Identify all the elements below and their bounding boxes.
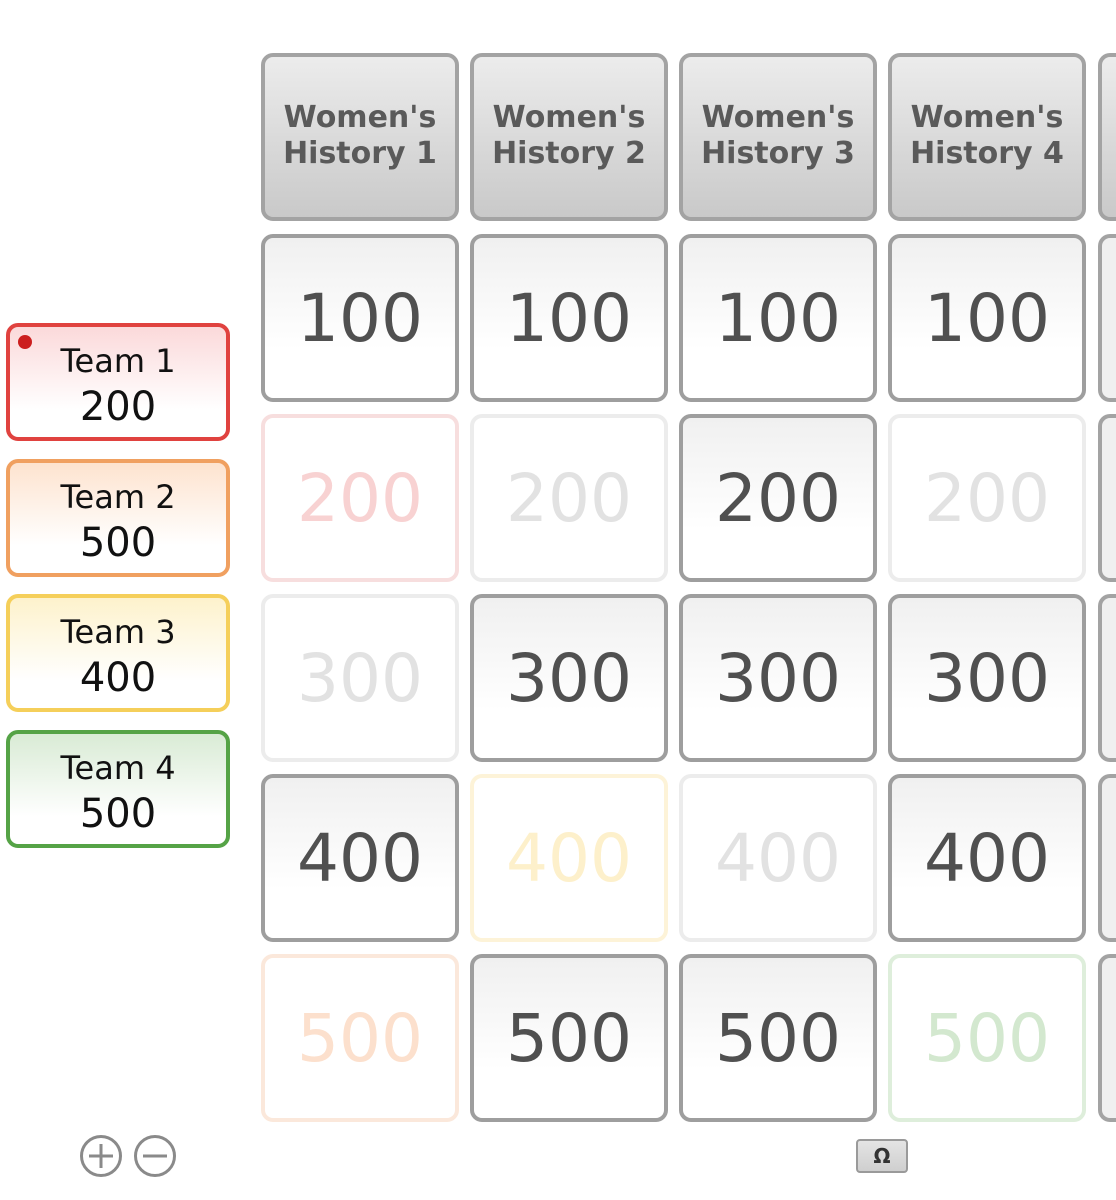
category-line-1: Women's <box>910 100 1064 135</box>
question-cell[interactable]: 100 <box>888 234 1086 402</box>
clipped-question-cell[interactable] <box>1098 774 1116 942</box>
question-cell-answered: 500 <box>261 954 459 1122</box>
clipped-question-cell[interactable] <box>1098 234 1116 402</box>
team-name: Team 1 <box>60 342 176 380</box>
team-score[interactable]: 200 <box>79 384 157 430</box>
team-name: Team 3 <box>60 613 176 651</box>
clipped-category-header <box>1098 53 1116 221</box>
active-turn-indicator <box>18 335 32 349</box>
question-cell[interactable]: 500 <box>470 954 668 1122</box>
category-line-1: Women's <box>492 100 646 135</box>
category-line-1: Women's <box>701 100 855 135</box>
category-line-2: History 1 <box>283 136 437 171</box>
category-line-2: History 4 <box>910 136 1064 171</box>
team-card-3[interactable]: Team 3 400 <box>6 594 230 712</box>
clipped-question-cell[interactable] <box>1098 594 1116 762</box>
question-cell-answered: 200 <box>261 414 459 582</box>
question-cell[interactable]: 500 <box>679 954 877 1122</box>
team-card-4[interactable]: Team 4 500 <box>6 730 230 848</box>
team-score[interactable]: 500 <box>79 791 157 837</box>
team-name: Team 4 <box>60 749 176 787</box>
question-cell-answered: 400 <box>679 774 877 942</box>
question-cell[interactable]: 400 <box>261 774 459 942</box>
question-cell-answered: 500 <box>888 954 1086 1122</box>
team-card-1[interactable]: Team 1 200 <box>6 323 230 441</box>
category-line-2: History 3 <box>701 136 855 171</box>
team-score[interactable]: 400 <box>79 655 157 701</box>
question-cell[interactable]: 100 <box>261 234 459 402</box>
question-cell[interactable]: 300 <box>679 594 877 762</box>
question-cell-answered: 200 <box>888 414 1086 582</box>
category-line-2: History 2 <box>492 136 646 171</box>
team-name: Team 2 <box>60 478 176 516</box>
question-cell[interactable]: 200 <box>679 414 877 582</box>
clipped-question-cell[interactable] <box>1098 414 1116 582</box>
question-cell[interactable]: 400 <box>888 774 1086 942</box>
question-cell[interactable]: 300 <box>470 594 668 762</box>
team-score[interactable]: 500 <box>79 520 157 566</box>
special-character-button[interactable]: Ω <box>856 1139 908 1173</box>
question-cell[interactable]: 100 <box>470 234 668 402</box>
category-line-1: Women's <box>283 100 437 135</box>
question-cell-answered: 200 <box>470 414 668 582</box>
clipped-question-cell[interactable] <box>1098 954 1116 1122</box>
team-card-2[interactable]: Team 2 500 <box>6 459 230 577</box>
question-cell[interactable]: 100 <box>679 234 877 402</box>
question-cell-answered: 300 <box>261 594 459 762</box>
question-cell-answered: 400 <box>470 774 668 942</box>
add-team-button[interactable] <box>80 1135 122 1177</box>
question-cell[interactable]: 300 <box>888 594 1086 762</box>
remove-team-button[interactable] <box>134 1135 176 1177</box>
